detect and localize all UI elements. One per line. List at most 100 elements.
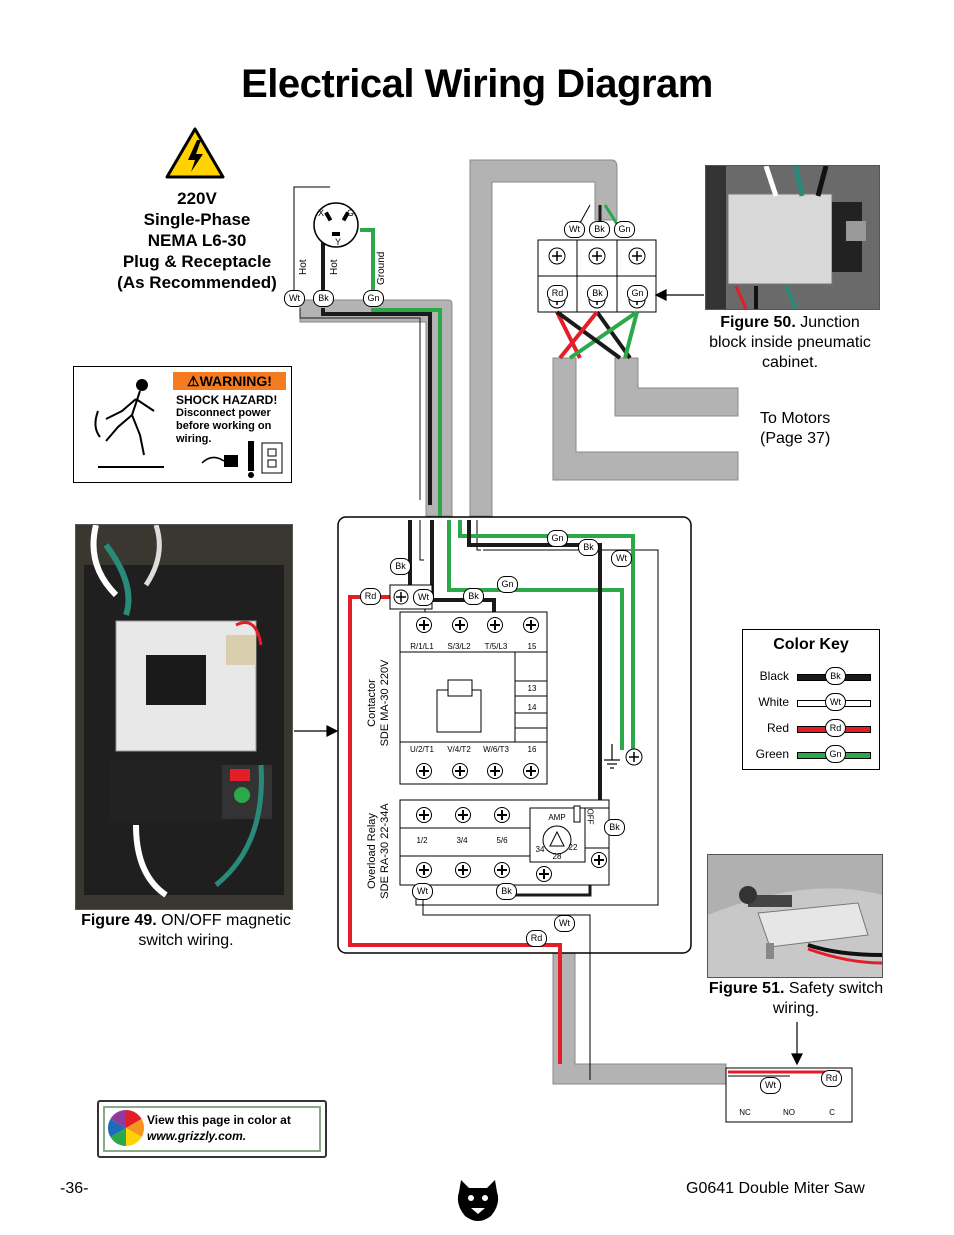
- junction-label-black: Bk: [589, 221, 610, 238]
- contactor-label: Contactor SDE MA-30 220V: [366, 648, 392, 758]
- figure50-caption: Figure 50. Junction block inside pneumat…: [700, 313, 880, 373]
- contactor-term-15: 15: [527, 642, 537, 651]
- wire-ground-label: Ground: [376, 252, 387, 285]
- warning-heading: SHOCK HAZARD!: [176, 393, 278, 407]
- color-key-code-green: Gn: [825, 745, 846, 763]
- color-key-name-green: Green: [755, 747, 789, 761]
- color-key-row-red: Red Rd: [743, 718, 879, 740]
- junction-label-white: Wt: [564, 221, 585, 238]
- figure49-label: Figure 49.: [81, 912, 157, 929]
- overload-term-5: 5/6: [496, 836, 508, 845]
- conduit-main: [469, 159, 618, 517]
- pin-y-label: Y: [335, 237, 341, 247]
- box-label-black-5: Bk: [496, 883, 517, 900]
- conduit-motor-1: [552, 357, 739, 481]
- contactor-screw-w: [487, 763, 503, 779]
- contactor-label-line1: Contactor: [366, 679, 378, 727]
- overload-screw-4: [455, 862, 471, 878]
- color-key-code-white: Wt: [825, 693, 846, 711]
- box-label-red-2: Rd: [526, 930, 547, 947]
- contactor-term-t: T/5/L3: [484, 642, 508, 651]
- overload-off-label: OFF: [585, 808, 595, 825]
- overload-dial-high: 22: [568, 843, 578, 852]
- junction-out-label-green: Gn: [627, 285, 648, 302]
- contactor-screw-r: [416, 617, 432, 633]
- box-label-white-1: Wt: [611, 550, 632, 567]
- contactor-label-line2: SDE MA-30 220V: [379, 659, 391, 747]
- color-wheel-icon: [107, 1110, 145, 1146]
- safety-term-no: NO: [783, 1108, 795, 1117]
- plug-wire-label-green: Gn: [363, 290, 384, 307]
- overload-screw-2: [416, 862, 432, 878]
- plug-line-type: Plug & Receptacle: [122, 252, 272, 271]
- pin-x-label: X: [318, 208, 324, 218]
- plug-wire-label-black: Bk: [313, 290, 334, 307]
- color-key-row-white: White Wt: [743, 692, 879, 714]
- junction-block-photo-illustration: [706, 166, 879, 309]
- junction-label-green: Gn: [614, 221, 635, 238]
- overload-screw-aux1: [536, 866, 552, 882]
- contactor-term-s: S/3/L2: [447, 642, 471, 651]
- color-key-code-red: Rd: [825, 719, 846, 737]
- box-label-white-4: Wt: [554, 915, 575, 932]
- contactor-screw-16: [523, 763, 539, 779]
- junction-out-label-black: Bk: [587, 285, 608, 302]
- high-voltage-warning-icon: [165, 127, 225, 179]
- contactor: [399, 611, 548, 785]
- contactor-term-r: R/1/L1: [410, 642, 434, 651]
- nema-receptacle: [313, 202, 359, 248]
- box-label-white-2: Wt: [413, 589, 434, 606]
- figure50-label: Figure 50.: [720, 314, 796, 331]
- safety-term-nc: NC: [739, 1108, 751, 1117]
- junction-out-label-red: Rd: [547, 285, 568, 302]
- web-note-url[interactable]: www.grizzly.com.: [147, 1129, 247, 1143]
- color-key: Color Key Black Bk White Wt Red Rd Green…: [742, 629, 880, 770]
- motors-note: To Motors (Page 37): [760, 409, 830, 449]
- warning-header: ⚠WARNING!: [173, 372, 286, 390]
- overload-screw-5: [494, 807, 510, 823]
- overload-amp-label: AMP: [548, 813, 566, 822]
- contactor-screw-t: [487, 617, 503, 633]
- ground-terminal-icon: [625, 748, 643, 766]
- overload-dial-mid: 28: [552, 852, 562, 861]
- plug-description: 220V Single-Phase NEMA L6-30 Plug & Rece…: [92, 188, 302, 293]
- figure50-photo: [705, 165, 880, 310]
- overload-term-1: 1/2: [416, 836, 428, 845]
- color-key-name-black: Black: [759, 669, 789, 683]
- safety-label-red: Rd: [821, 1070, 842, 1087]
- wire-hot2-label: Hot: [329, 259, 340, 275]
- color-key-title: Color Key: [773, 636, 849, 653]
- figure51-photo: [707, 854, 883, 978]
- safety-label-white: Wt: [760, 1077, 781, 1094]
- warning-label: ⚠WARNING! SHOCK HAZARD! Disconnect power…: [73, 366, 292, 483]
- figure50-text: Junction block inside pneumatic cabinet.: [709, 314, 871, 371]
- color-key-row-black: Black Bk: [743, 666, 879, 688]
- figure51-label: Figure 51.: [708, 980, 785, 997]
- contactor-term-13: 13: [527, 684, 537, 693]
- color-key-name-red: Red: [766, 721, 789, 735]
- plug-line-nema: NEMA L6-30: [147, 231, 247, 250]
- contactor-screw-v: [452, 763, 468, 779]
- unplug-icon: [201, 441, 283, 478]
- figure49-photo: [75, 524, 293, 910]
- box-label-green-1: Gn: [547, 530, 568, 547]
- overload-term-3: 3/4: [456, 836, 468, 845]
- box-label-black-3: Bk: [463, 588, 484, 605]
- plug-line-voltage: 220V: [177, 189, 217, 208]
- wire-hot1-label: Hot: [298, 259, 309, 275]
- contactor-term-14: 14: [527, 703, 537, 712]
- box-label-black-4: Bk: [604, 819, 625, 836]
- overload-screw-6: [494, 862, 510, 878]
- motors-note-line1: To Motors: [760, 410, 831, 427]
- contactor-term-v: V/4/T2: [447, 745, 471, 754]
- contactor-term-16: 16: [527, 745, 537, 754]
- overload-label-line2: SDE RA-30 22-34A: [379, 803, 391, 899]
- conduit-safety: [552, 951, 727, 1085]
- box-label-red-1: Rd: [360, 588, 381, 605]
- motors-note-line2: (Page 37): [760, 430, 831, 447]
- contactor-screw-u: [416, 763, 432, 779]
- color-key-row-green: Green Gn: [743, 744, 879, 766]
- warning-triangle-icon: ⚠: [187, 373, 200, 389]
- grizzly-bear-logo-icon: [457, 1180, 499, 1221]
- color-key-name-white: White: [758, 695, 789, 709]
